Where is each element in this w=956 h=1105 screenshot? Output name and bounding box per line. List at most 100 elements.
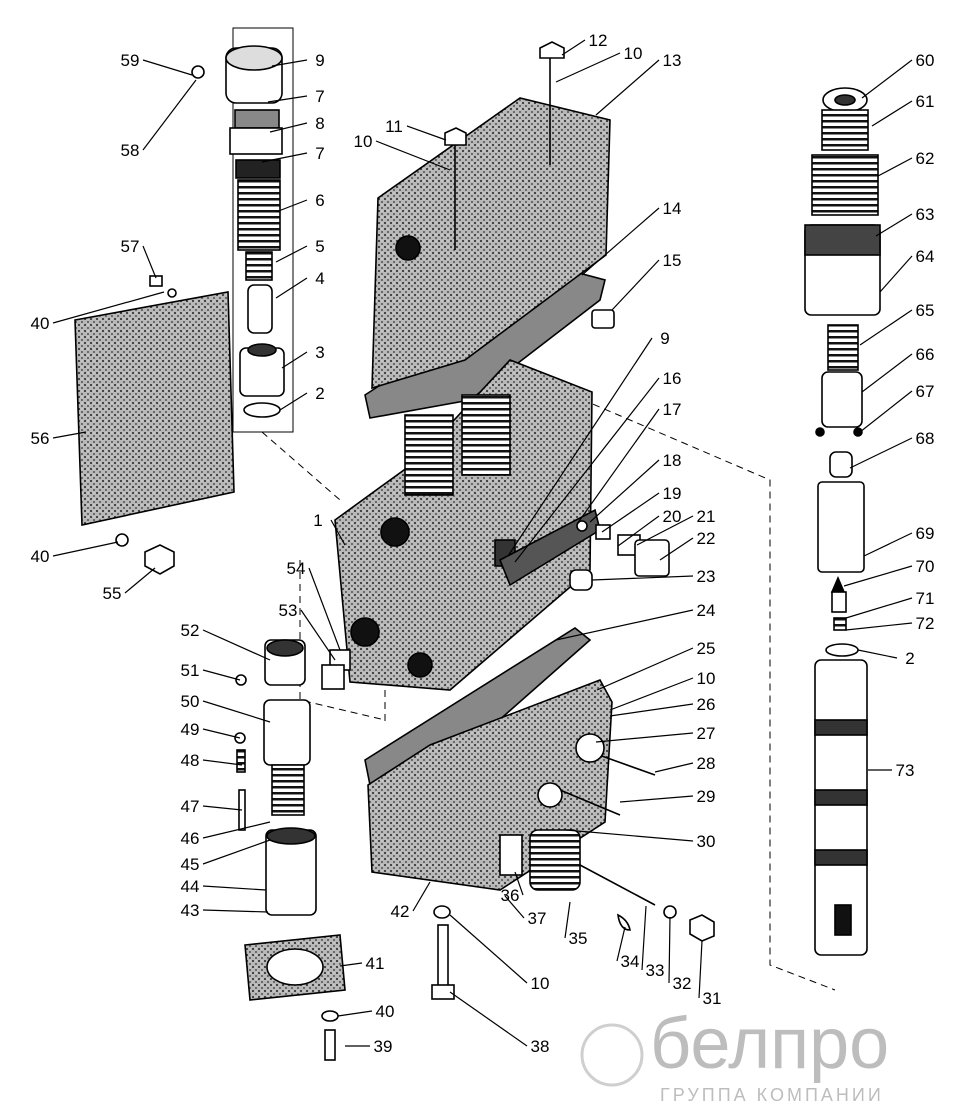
leader-line	[202, 700, 271, 723]
callout-label: 52	[181, 621, 200, 640]
leader-line	[863, 532, 913, 557]
callout-label: 67	[916, 382, 935, 401]
callout-label: 37	[528, 909, 547, 928]
leader-line	[861, 353, 913, 393]
leader-line	[861, 59, 913, 99]
callout-label: 49	[181, 720, 200, 739]
leader-line	[576, 408, 660, 525]
left-valve-assembly	[149, 27, 294, 433]
callout-label: 59	[121, 51, 140, 70]
leader-line	[337, 1010, 373, 1017]
callout-label: 38	[531, 1037, 550, 1056]
callout-label: 28	[697, 754, 716, 773]
leader-line	[275, 277, 308, 299]
callout-label: 35	[569, 929, 588, 948]
callout-label: 13	[663, 51, 682, 70]
leader-line	[271, 59, 308, 67]
callout-label: 62	[916, 149, 935, 168]
leader-line	[564, 901, 571, 939]
leader-line	[202, 821, 271, 839]
leader-line	[406, 125, 447, 141]
callout-label: 32	[673, 974, 692, 993]
callout-label: 15	[663, 251, 682, 270]
callout-label: 69	[916, 524, 935, 543]
gasket-lower	[364, 627, 592, 791]
leader-line	[555, 52, 621, 83]
leader-line	[142, 79, 197, 151]
callout-label: 58	[121, 141, 140, 160]
leader-line	[616, 926, 626, 962]
leader-line	[142, 245, 157, 279]
leader-line	[601, 492, 660, 533]
callout-label: 29	[697, 787, 716, 806]
leader-line	[52, 541, 119, 557]
callout-label: 47	[181, 797, 200, 816]
callout-label: 19	[663, 484, 682, 503]
leader-line	[202, 839, 271, 865]
leader-line	[561, 39, 586, 56]
callout-label: 27	[697, 724, 716, 743]
right-valve-assembly	[804, 87, 881, 956]
leader-line	[281, 351, 308, 369]
leader-line	[300, 609, 336, 661]
leader-line	[52, 431, 87, 439]
callout-label: 48	[181, 751, 200, 770]
leader-line	[261, 152, 308, 163]
callout-label: 71	[916, 589, 935, 608]
leader-line	[269, 122, 308, 133]
callout-label: 31	[703, 989, 722, 1008]
callout-label: 40	[376, 1002, 395, 1021]
callout-label: 33	[646, 961, 665, 980]
leader-line	[581, 207, 660, 276]
leader-line	[339, 962, 363, 967]
leader-line	[589, 459, 660, 523]
callout-label: 64	[916, 247, 935, 266]
callout-label: 34	[621, 952, 640, 971]
watermark: белпро ГРУППА КОМПАНИИ	[580, 1004, 889, 1105]
leader-line	[308, 567, 341, 651]
callout-label: 30	[697, 832, 716, 851]
callout-label: 63	[916, 205, 935, 224]
lower-valve-assembly	[234, 639, 346, 1061]
leader-line	[124, 567, 156, 594]
callout-label: 7	[315, 144, 324, 163]
callout-label: 36	[501, 886, 520, 905]
callout-label: 22	[697, 529, 716, 548]
leader-line	[859, 309, 913, 346]
leader-line	[845, 622, 913, 631]
callout-label: 72	[916, 614, 935, 633]
leader-line	[845, 597, 913, 619]
leader-line	[412, 881, 431, 912]
callout-label: 73	[896, 761, 915, 780]
callout-label: 8	[315, 114, 324, 133]
callout-label: 54	[287, 559, 306, 578]
callout-label: 26	[697, 695, 716, 714]
leader-line	[609, 677, 694, 711]
callout-label: 40	[31, 547, 50, 566]
callout-label: 60	[916, 51, 935, 70]
callout-label: 68	[916, 429, 935, 448]
callout-label: 57	[121, 237, 140, 256]
upper-housing	[371, 97, 611, 390]
leader-line	[202, 669, 241, 681]
callout-label: 41	[366, 954, 385, 973]
leader-line	[871, 100, 913, 127]
leader-line	[202, 805, 243, 811]
leader-line	[375, 140, 451, 171]
leader-line	[611, 259, 660, 311]
callout-label: 65	[916, 301, 935, 320]
leader-line	[859, 390, 913, 433]
callout-label: 10	[697, 669, 716, 688]
leader-line	[843, 565, 913, 587]
callout-label: 43	[181, 901, 200, 920]
leader-line	[275, 245, 308, 263]
leader-line	[654, 762, 694, 773]
callout-label: 10	[354, 132, 373, 151]
callout-label: 10	[531, 974, 550, 993]
callout-label: 6	[315, 191, 324, 210]
callout-label: 9	[660, 329, 669, 348]
callout-label: 10	[624, 44, 643, 63]
leader-line	[202, 759, 243, 766]
callout-label: 53	[279, 601, 298, 620]
